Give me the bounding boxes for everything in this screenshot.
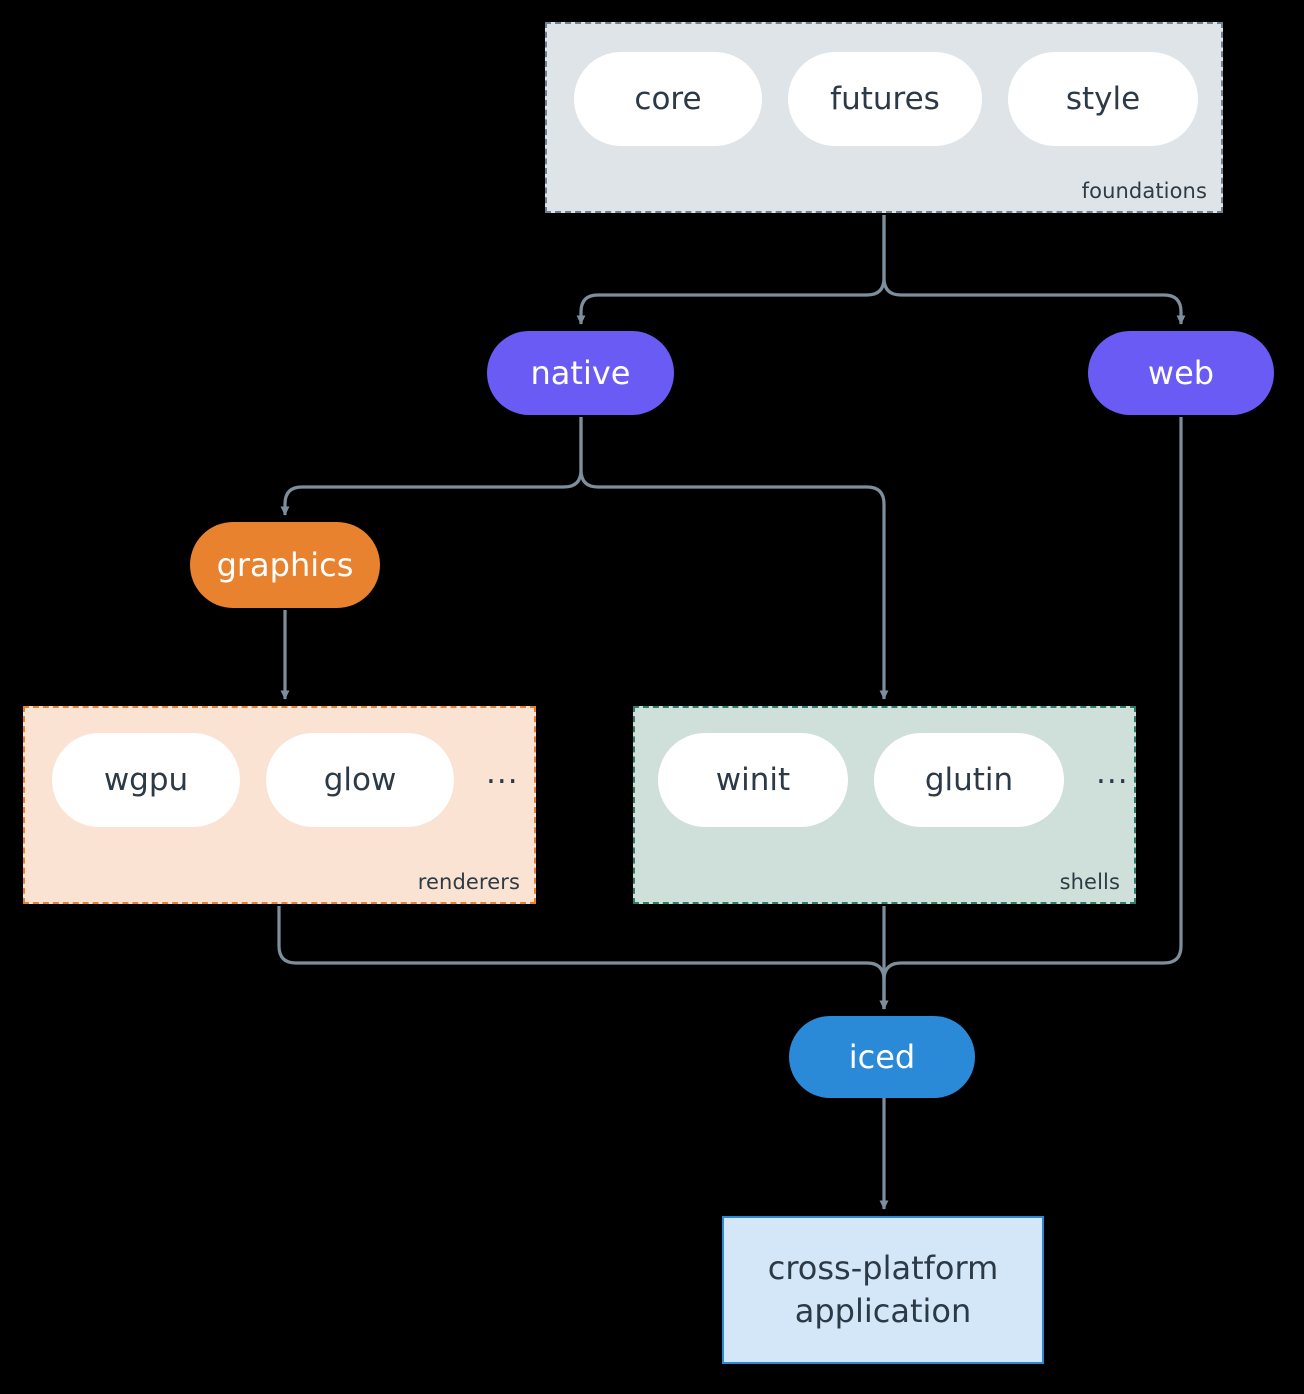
renderers-items: wgpu glow ...	[52, 733, 525, 827]
edge-renderers-iced	[277, 906, 889, 1010]
group-label-foundations: foundations	[1081, 179, 1207, 203]
node-futures[interactable]: futures	[788, 52, 982, 146]
edge-native-graphics	[280, 417, 583, 516]
app-label-line2: application	[794, 1292, 972, 1330]
group-label-renderers: renderers	[417, 870, 520, 894]
group-renderers: wgpu glow ... renderers	[23, 706, 536, 904]
node-graphics[interactable]: graphics	[190, 522, 380, 608]
renderers-ellipsis: ...	[486, 754, 519, 791]
foundations-items: core futures style	[574, 52, 1198, 146]
node-glutin[interactable]: glutin	[874, 733, 1064, 827]
node-cross-platform-application[interactable]: cross-platform application	[722, 1216, 1044, 1364]
group-foundations: core futures style foundations	[545, 22, 1223, 213]
edge-foundations-web	[882, 215, 1186, 325]
group-label-shells: shells	[1059, 870, 1120, 894]
edge-native-shells	[579, 417, 889, 700]
node-wgpu[interactable]: wgpu	[52, 733, 240, 827]
node-core[interactable]: core	[574, 52, 762, 146]
group-shells: winit glutin ... shells	[633, 706, 1136, 904]
app-label-line1: cross-platform	[767, 1248, 999, 1287]
node-glow[interactable]: glow	[266, 733, 454, 827]
node-style[interactable]: style	[1008, 52, 1198, 146]
node-winit[interactable]: winit	[658, 733, 848, 827]
node-iced[interactable]: iced	[789, 1016, 975, 1098]
node-web[interactable]: web	[1088, 331, 1274, 415]
node-native[interactable]: native	[487, 331, 674, 415]
shells-items: winit glutin ...	[658, 733, 1135, 827]
shells-ellipsis: ...	[1096, 754, 1129, 791]
edge-foundations-native	[576, 215, 886, 325]
